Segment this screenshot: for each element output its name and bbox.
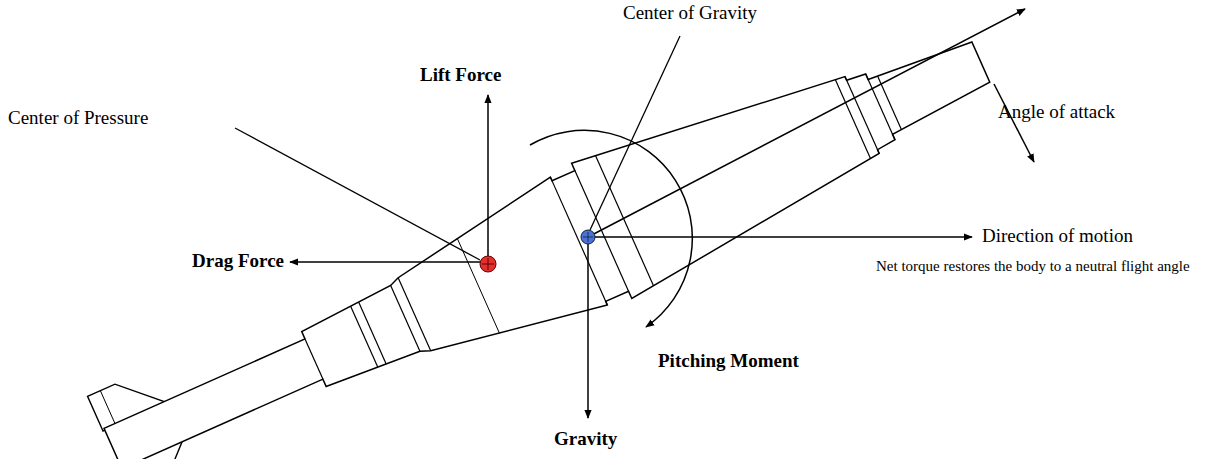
leader-line [235, 128, 480, 260]
body-band [835, 80, 870, 159]
pitching-arc [530, 130, 692, 327]
gravity-arrow [587, 237, 589, 418]
projectile-body [88, 42, 990, 459]
attack-arrow [994, 84, 1034, 162]
center-of-gravity-dot [581, 230, 595, 244]
force-label: Drag Force [192, 250, 284, 272]
body-band [550, 177, 607, 305]
cp-label: Center of Pressure [8, 107, 148, 129]
note-label: Net torque restores the body to a neutra… [876, 258, 1196, 275]
force-label: Lift Force [420, 64, 501, 86]
lift-arrow [487, 95, 489, 262]
cg-label: Center of Gravity [623, 2, 757, 24]
center-of-pressure-dot [480, 256, 496, 272]
body-band [305, 339, 323, 379]
fin-edge [100, 391, 115, 424]
body-band [359, 302, 387, 364]
motion-arrow [588, 236, 972, 238]
body-outline [104, 42, 990, 459]
angle-label: Angle of attack [998, 101, 1115, 123]
force-label: Gravity [554, 428, 617, 450]
body-band [596, 156, 654, 286]
leader-line [590, 36, 680, 230]
body-seam [457, 238, 499, 333]
body-band [575, 171, 629, 292]
body-band [398, 278, 431, 351]
body-band [391, 285, 420, 351]
motion-label: Direction of motion [982, 225, 1133, 247]
axis-arrow [588, 9, 1025, 237]
moment-label: Pitching Moment [658, 350, 799, 372]
drag-arrow [290, 261, 488, 263]
